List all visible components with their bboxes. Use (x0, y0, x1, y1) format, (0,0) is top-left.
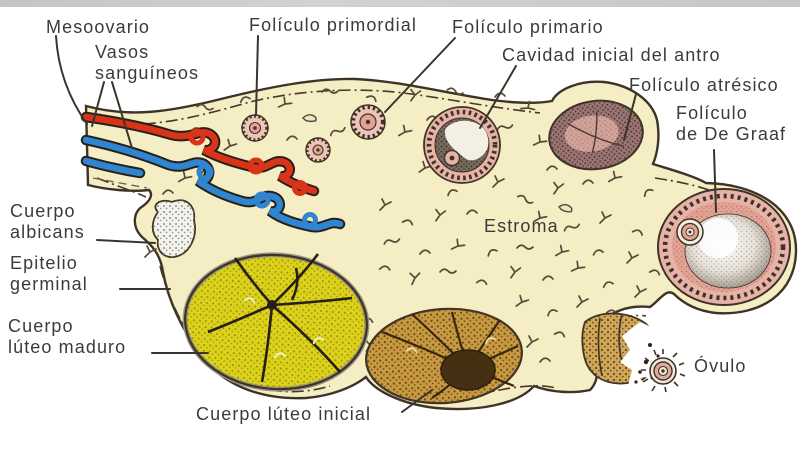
label-line: sanguíneos (95, 63, 200, 83)
label-cavidad-antro: Cavidad inicial del antro (502, 45, 721, 65)
artery (82, 113, 318, 196)
label-epitelio-germinal: Epitelio germinal (10, 253, 88, 295)
label-foliculo-primario: Folículo primario (452, 17, 604, 37)
label-vasos-sanguineos: Vasos sanguíneos (95, 42, 199, 84)
label-line: albicans (10, 222, 85, 242)
label-ovulo: Óvulo (694, 356, 747, 376)
leader-vasos-2 (111, 81, 133, 149)
label-foliculo-primordial: Folículo primordial (249, 15, 417, 35)
leader-mesoovario (55, 35, 88, 125)
ovulo-cell (641, 349, 686, 393)
primordial-follicle (241, 114, 269, 142)
label-line: germinal (10, 274, 88, 294)
label-estroma: Estroma (484, 216, 559, 236)
label-line: de De Graaf (676, 124, 787, 144)
label-line: lúteo maduro (8, 337, 127, 357)
primary-follicle (350, 104, 386, 140)
leader-cavidad (479, 65, 517, 129)
label-cuerpo-albicans: Cuerpo albicans (10, 201, 85, 243)
label-line: Epitelio (10, 253, 78, 273)
vein (82, 136, 344, 231)
label-cuerpo-luteo-maduro: Cuerpo lúteo maduro (8, 316, 126, 358)
leader-inicial (401, 389, 433, 413)
label-mesoovario: Mesoovario (46, 17, 151, 37)
corpus-luteum-maduro (182, 252, 370, 392)
leader-primordial (255, 35, 259, 116)
blood-vessels (80, 111, 346, 233)
label-cuerpo-luteo-inicial: Cuerpo lúteo inicial (196, 404, 372, 424)
label-line: Folículo (676, 103, 748, 123)
label-foliculo-atresico: Folículo atrésico (629, 75, 779, 95)
ruptured-follicle (581, 312, 672, 390)
label-line: Cuerpo (8, 316, 74, 336)
leader-albicans (96, 239, 156, 244)
lobe-lines (207, 253, 353, 383)
label-line: Cuerpo (10, 201, 76, 221)
corpus-luteum-inicial (365, 307, 523, 405)
corpus-albicans (151, 199, 196, 258)
primordial-follicle-2 (305, 137, 331, 163)
label-foliculo-de-graaf: Folículo de De Graaf (676, 103, 786, 145)
atresic-follicle (548, 99, 644, 171)
leader-graaf (713, 149, 717, 213)
label-line: Vasos (95, 42, 150, 62)
top-border-strip (0, 0, 800, 7)
leader-lines (55, 35, 717, 413)
leader-atresico (623, 93, 637, 141)
leader-vasos-1 (91, 81, 105, 127)
leader-primario (384, 37, 456, 113)
antrum-follicle (423, 106, 501, 184)
antrum-cavity (444, 120, 489, 161)
graafian-follicle (657, 188, 791, 306)
